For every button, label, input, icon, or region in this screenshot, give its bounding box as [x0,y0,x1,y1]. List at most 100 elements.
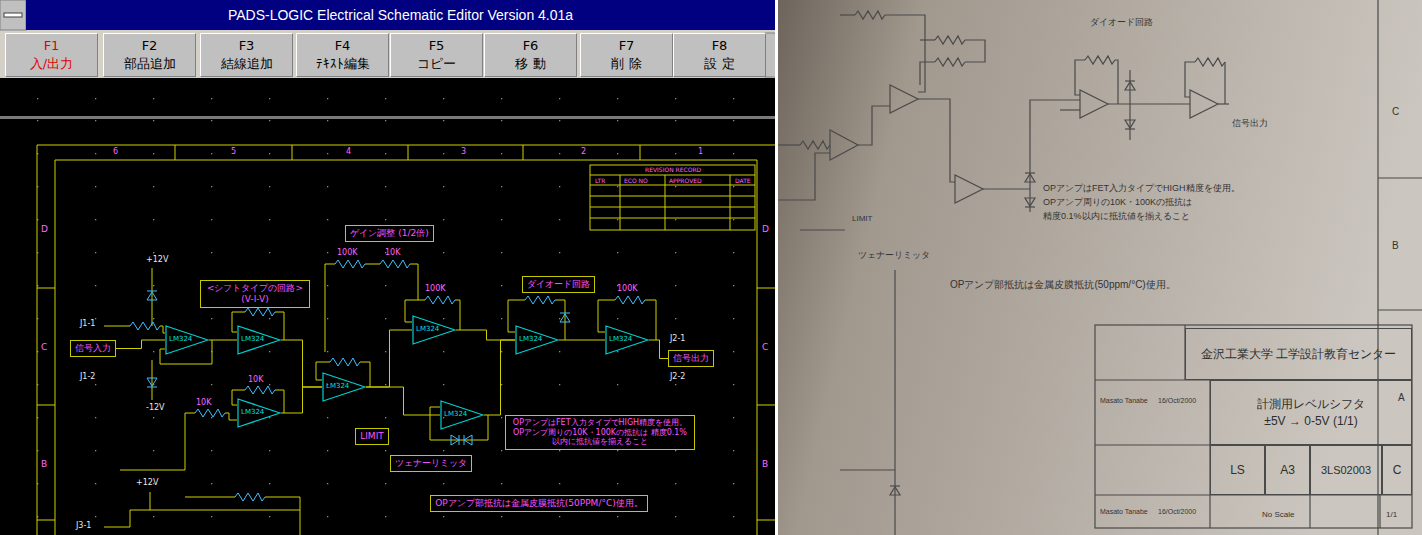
label: 1 [698,147,703,157]
opamp-symbol: LM324 [237,398,281,428]
printed-schematic [778,0,1422,535]
schematic-wire [275,312,284,340]
printed-schematic [830,130,858,160]
schematic-wire [484,340,515,415]
printed-schematic [840,14,855,15]
node-text: LIMIT [360,431,384,442]
node-text: C [1393,462,1402,478]
schematic-wire [225,413,237,420]
printed-schematic [1377,0,1378,535]
node-text: 信号出力 [673,353,709,364]
editor-window [37,120,775,535]
key-label: 結線追加 [201,55,292,73]
function-key: F5コピー [390,33,483,77]
printed-schematic [1378,177,1422,178]
opamp-triangle [323,373,365,401]
node-text: ±5V → 0-5V (1/1) [1264,413,1357,429]
drawing-frame [730,175,731,230]
drawing-frame [37,288,55,289]
drawing-frame [640,145,641,160]
label: J2-2 [670,372,685,382]
printed-schematic [1025,206,1035,207]
node-text: <シフトタイプの回路> (V-I-V) [205,283,305,305]
label: 2 [581,147,586,157]
label: 16/Oct/2000 [1158,508,1196,516]
printed-schematic [855,11,885,19]
opamp-triangle [413,316,455,344]
schematic-wire [456,330,515,340]
label: OPアンプはFET入力タイプでHIGH精度を使用。 [1043,183,1240,194]
opamp-triangle [166,326,208,354]
drawing-frame [665,175,666,230]
note-box: LIMIT [355,428,389,445]
function-key: F3結線追加 [200,33,293,77]
opamp-symbol: LM324 [322,372,366,402]
label: B [41,459,47,470]
connector-box: 信号入力 [70,340,116,357]
printed-schematic [1025,198,1035,206]
schematic-wire [185,497,235,498]
printed-schematic [1378,309,1422,310]
title-bar: PADS-LOGIC Electrical Schematic Editor V… [26,0,775,30]
schematic-wire [120,413,185,470]
printed-schematic [1080,90,1108,118]
diode-symbol [147,387,157,388]
label: DATE [735,177,751,184]
resistor-symbol [525,296,555,304]
diode-symbol [464,435,465,445]
drawing-frame [292,145,293,160]
key-name: F6 [485,37,576,55]
schematic-wire [365,264,380,265]
diode-symbol [560,313,570,314]
resistor-symbol [245,386,275,394]
printed-schematic [955,175,983,203]
key-label: コピー [391,55,482,73]
printed-schematic [1125,82,1135,90]
resistor-symbol [380,260,410,268]
key-name: F3 [201,37,292,55]
diode-symbol [147,292,157,300]
title-block-frame [1379,495,1380,528]
node-text: ツェナーリミッタ [395,458,467,469]
note-box: OPアンプ部抵抗は金属皮膜抵抗(50PPM/°C)使用。 [430,495,648,512]
label: LIMIT [852,214,872,224]
part-name: LM324 [241,409,281,416]
node-text: OPアンプ部抵抗は金属皮膜抵抗(50PPM/°C)使用。 [435,498,643,509]
printed-schematic [858,106,890,145]
node-text: A3 [1280,462,1295,478]
label: 10K [196,398,211,408]
printed-schematic [1025,174,1035,182]
label: B [762,459,768,470]
printed-schematic [935,58,965,66]
key-name: F8 [674,37,765,55]
editor-window [0,98,775,114]
schematic-wire [116,340,165,349]
schematic-wire [209,340,237,341]
label: J1-2 [80,372,95,382]
schematic-wire [555,300,565,340]
diode-symbol [147,378,157,386]
paper-photo [775,0,778,535]
printed-schematic [920,39,935,40]
printed-schematic [778,144,800,145]
note-box: <シフトタイプの回路> (V-I-V) [200,280,310,308]
resistor-symbol [130,260,645,501]
label: 100K [617,284,638,294]
drawing-frame [523,145,524,160]
title-block-cell: 金沢工業大学 工学設計教育センター [1185,328,1412,380]
drawing-frame [757,520,775,521]
schematic-wire [281,387,322,413]
schematic-wire [325,264,335,265]
diode-symbol [147,291,157,292]
node-text: ダイオード回路 [527,279,590,290]
drawing-frame [55,160,757,535]
label: 信号出力 [1232,118,1268,129]
schematic-wire [160,340,212,364]
schematic-wire [152,360,153,400]
label: REVISION RECORD [645,166,701,173]
paper-photo [778,0,1422,535]
label: +12V [136,478,158,488]
printed-schematic [1125,80,1135,81]
